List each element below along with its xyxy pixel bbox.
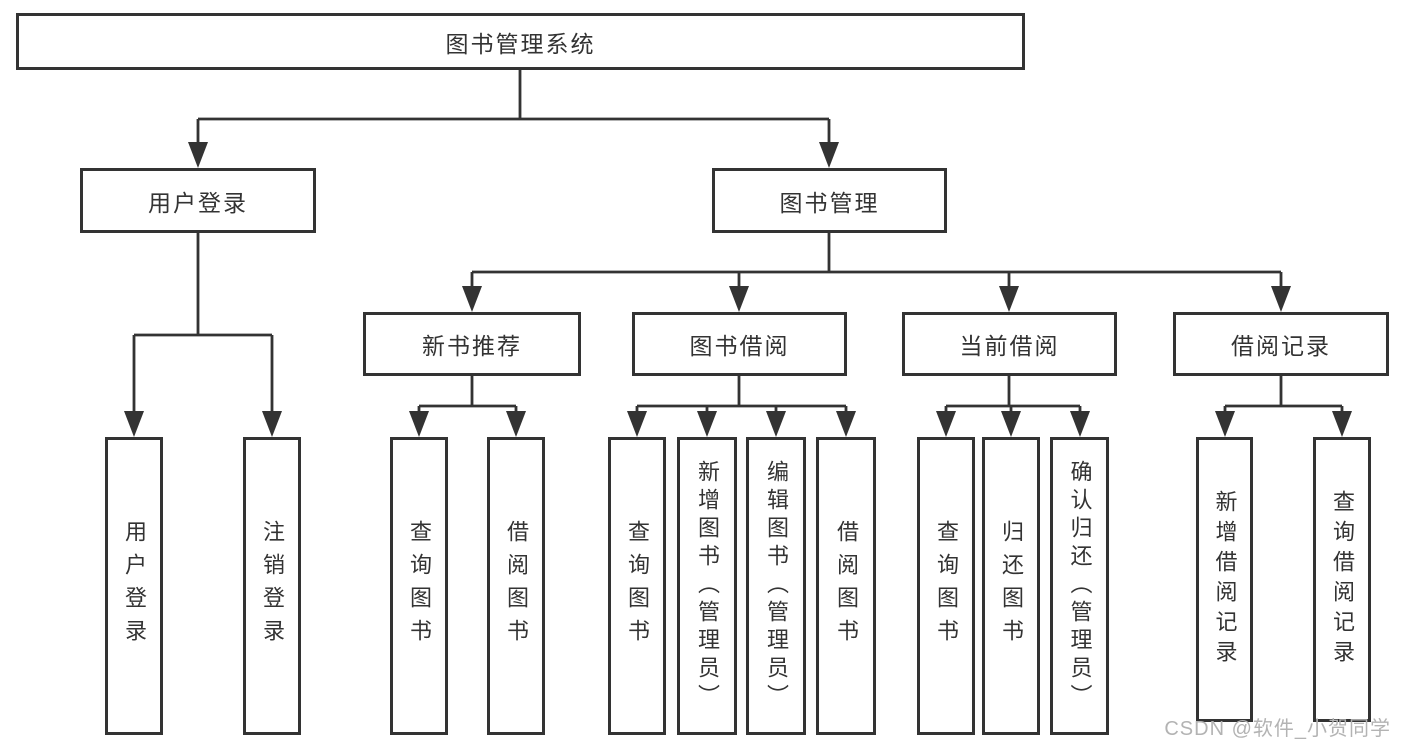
- leaf-borrow-books-borrowing: 借阅图书: [816, 437, 876, 735]
- leaf-edit-books-admin: 编辑图书（管理员）: [746, 437, 806, 735]
- leaf-label: 查询图书: [625, 520, 650, 652]
- node-label: 图书管理: [779, 189, 880, 216]
- arrowhead: [506, 411, 526, 437]
- leaf-logout-login: 注销登录: [243, 437, 301, 735]
- leaf-label: 查询图书: [934, 520, 959, 652]
- arrowhead: [188, 142, 208, 168]
- leaf-confirm-return-admin: 确认归还（管理员）: [1050, 437, 1109, 735]
- arrowhead: [409, 411, 429, 437]
- leaf-label: 注销登录: [260, 520, 285, 652]
- arrowhead: [627, 411, 647, 437]
- leaf-query-books-recommend: 查询图书: [390, 437, 448, 735]
- arrowhead: [124, 411, 144, 437]
- leaf-add-borrow-record: 新增借阅记录: [1196, 437, 1253, 722]
- node-label: 图书管理系统: [445, 30, 596, 57]
- leaf-user-login: 用户登录: [105, 437, 163, 735]
- leaf-query-books-current: 查询图书: [917, 437, 975, 735]
- node-user-login: 用户登录: [80, 168, 316, 233]
- node-label: 图书借阅: [689, 333, 790, 359]
- node-label: 借阅记录: [1231, 333, 1331, 359]
- leaf-label: 查询图书: [407, 520, 432, 652]
- node-book-management: 图书管理: [712, 168, 947, 233]
- leaf-label: 借阅图书: [834, 520, 859, 652]
- arrowhead: [1001, 411, 1021, 437]
- node-current-borrowing: 当前借阅: [902, 312, 1117, 376]
- node-library-system: 图书管理系统: [16, 13, 1025, 70]
- arrowhead: [836, 411, 856, 437]
- arrowhead: [729, 286, 749, 312]
- node-new-book-recommendation: 新书推荐: [363, 312, 581, 376]
- leaf-label: 归还图书: [999, 520, 1024, 652]
- leaf-label: 新增借阅记录: [1212, 489, 1238, 670]
- node-label: 当前借阅: [959, 333, 1060, 359]
- leaf-label: 查询借阅记录: [1330, 489, 1355, 670]
- arrowhead: [1070, 411, 1090, 437]
- arrowhead: [766, 411, 786, 437]
- arrowhead: [936, 411, 956, 437]
- arrowhead: [462, 286, 482, 312]
- leaf-label: 用户登录: [122, 520, 147, 652]
- leaf-query-borrow-record: 查询借阅记录: [1313, 437, 1371, 722]
- node-borrowing-records: 借阅记录: [1173, 312, 1389, 376]
- node-book-borrowing: 图书借阅: [632, 312, 847, 376]
- arrowhead: [1215, 411, 1235, 437]
- node-label: 用户登录: [148, 189, 248, 216]
- leaf-label: 编辑图书（管理员）: [764, 460, 789, 712]
- arrowhead: [1332, 411, 1352, 437]
- leaf-query-books-borrowing: 查询图书: [608, 437, 666, 735]
- arrowhead: [262, 411, 282, 437]
- arrowhead: [697, 411, 717, 437]
- leaf-label: 确认归还（管理员）: [1067, 460, 1093, 712]
- leaf-label: 新增图书（管理员）: [695, 460, 720, 712]
- leaf-borrow-books-recommend: 借阅图书: [487, 437, 545, 735]
- watermark: CSDN @软件_小贺同学: [1164, 718, 1391, 740]
- arrowhead: [819, 142, 839, 168]
- arrowhead: [1271, 286, 1291, 312]
- leaf-label: 借阅图书: [504, 520, 529, 652]
- node-label: 新书推荐: [422, 333, 522, 359]
- leaf-return-books: 归还图书: [982, 437, 1040, 735]
- arrowhead: [999, 286, 1019, 312]
- leaf-add-books-admin: 新增图书（管理员）: [677, 437, 737, 735]
- tree-edges: [132, 70, 1344, 433]
